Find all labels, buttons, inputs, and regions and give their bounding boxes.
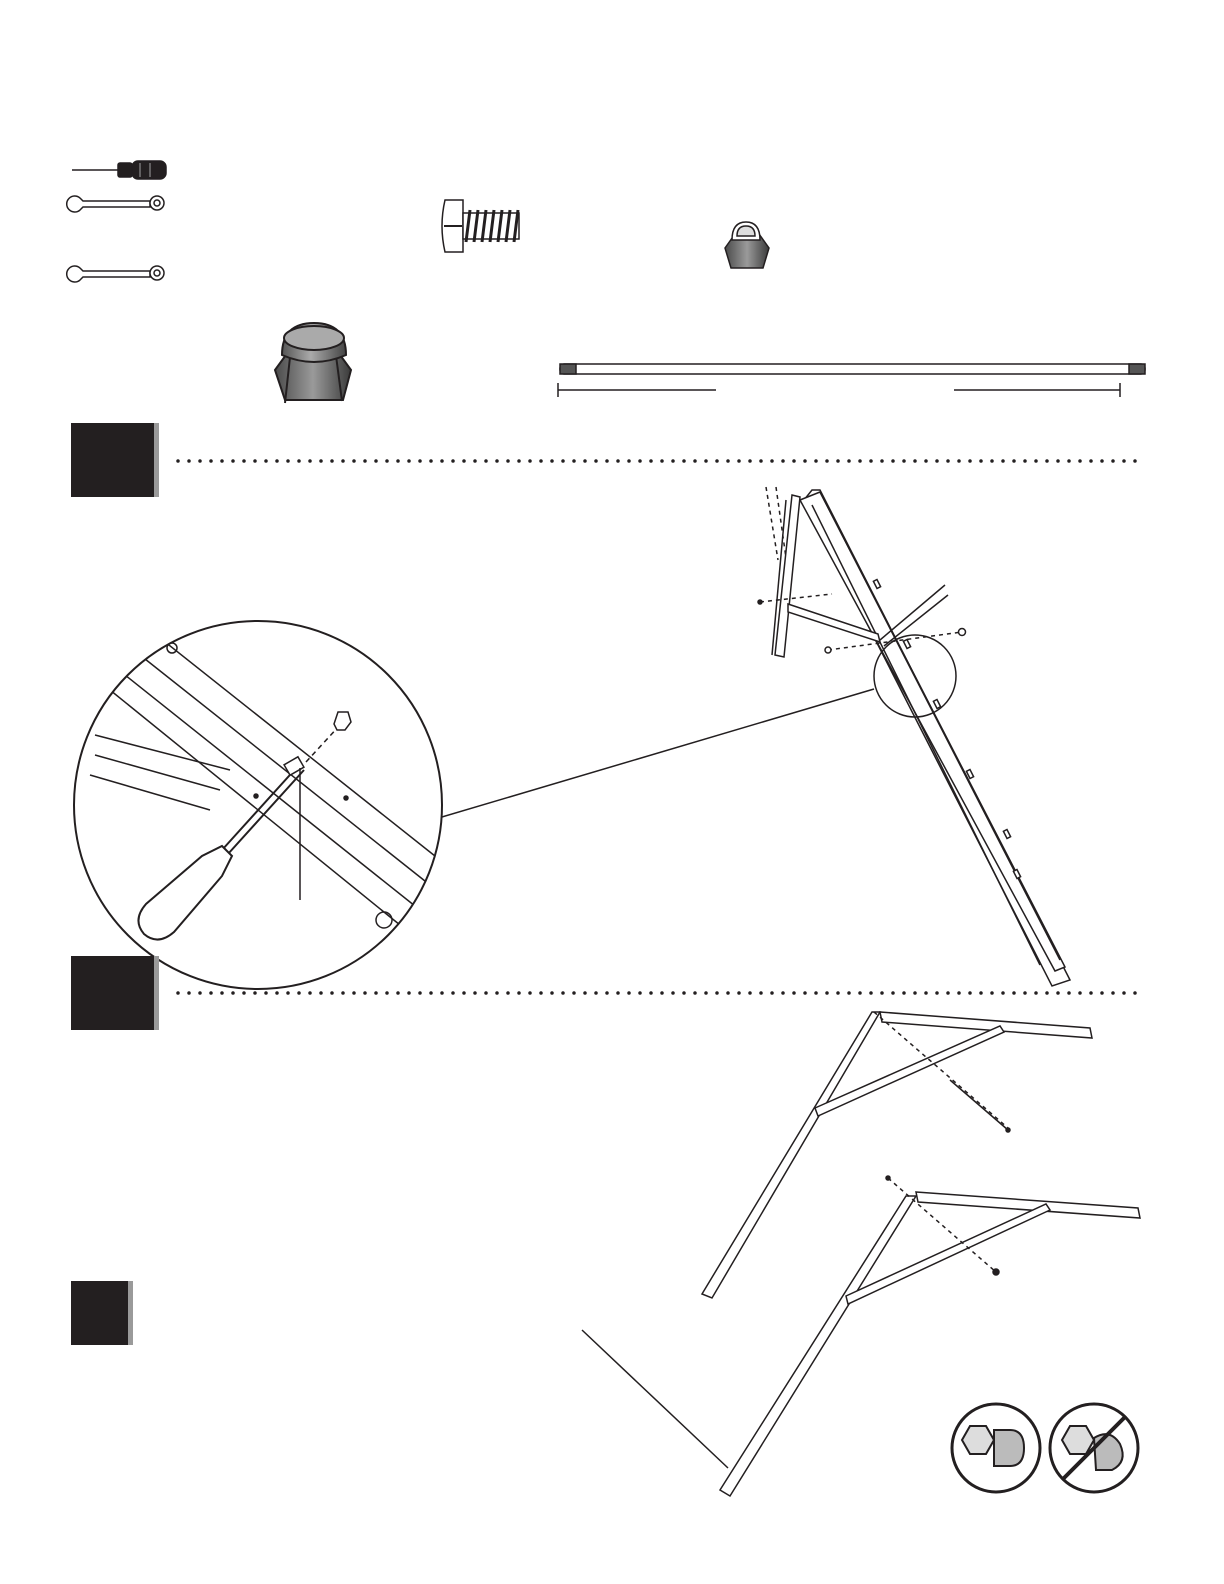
threaded-rod-icon: [558, 364, 1145, 397]
screwdriver-icon: [72, 161, 166, 179]
step-1-box: [71, 423, 159, 497]
zoom-detail: [74, 621, 442, 989]
step-3-box: [71, 1281, 133, 1345]
large-nut-icon: [275, 323, 351, 403]
wrench-icon: [67, 266, 164, 282]
screw-icon: [442, 200, 519, 252]
incorrect-nut-orientation-icon: [1050, 1404, 1138, 1492]
step-2-box: [71, 956, 159, 1030]
correct-nut-orientation-icon: [952, 1404, 1040, 1492]
small-nut-icon: [725, 222, 769, 268]
frame-assembly-step-1: [425, 487, 1070, 986]
wrench-icon: [67, 196, 164, 212]
